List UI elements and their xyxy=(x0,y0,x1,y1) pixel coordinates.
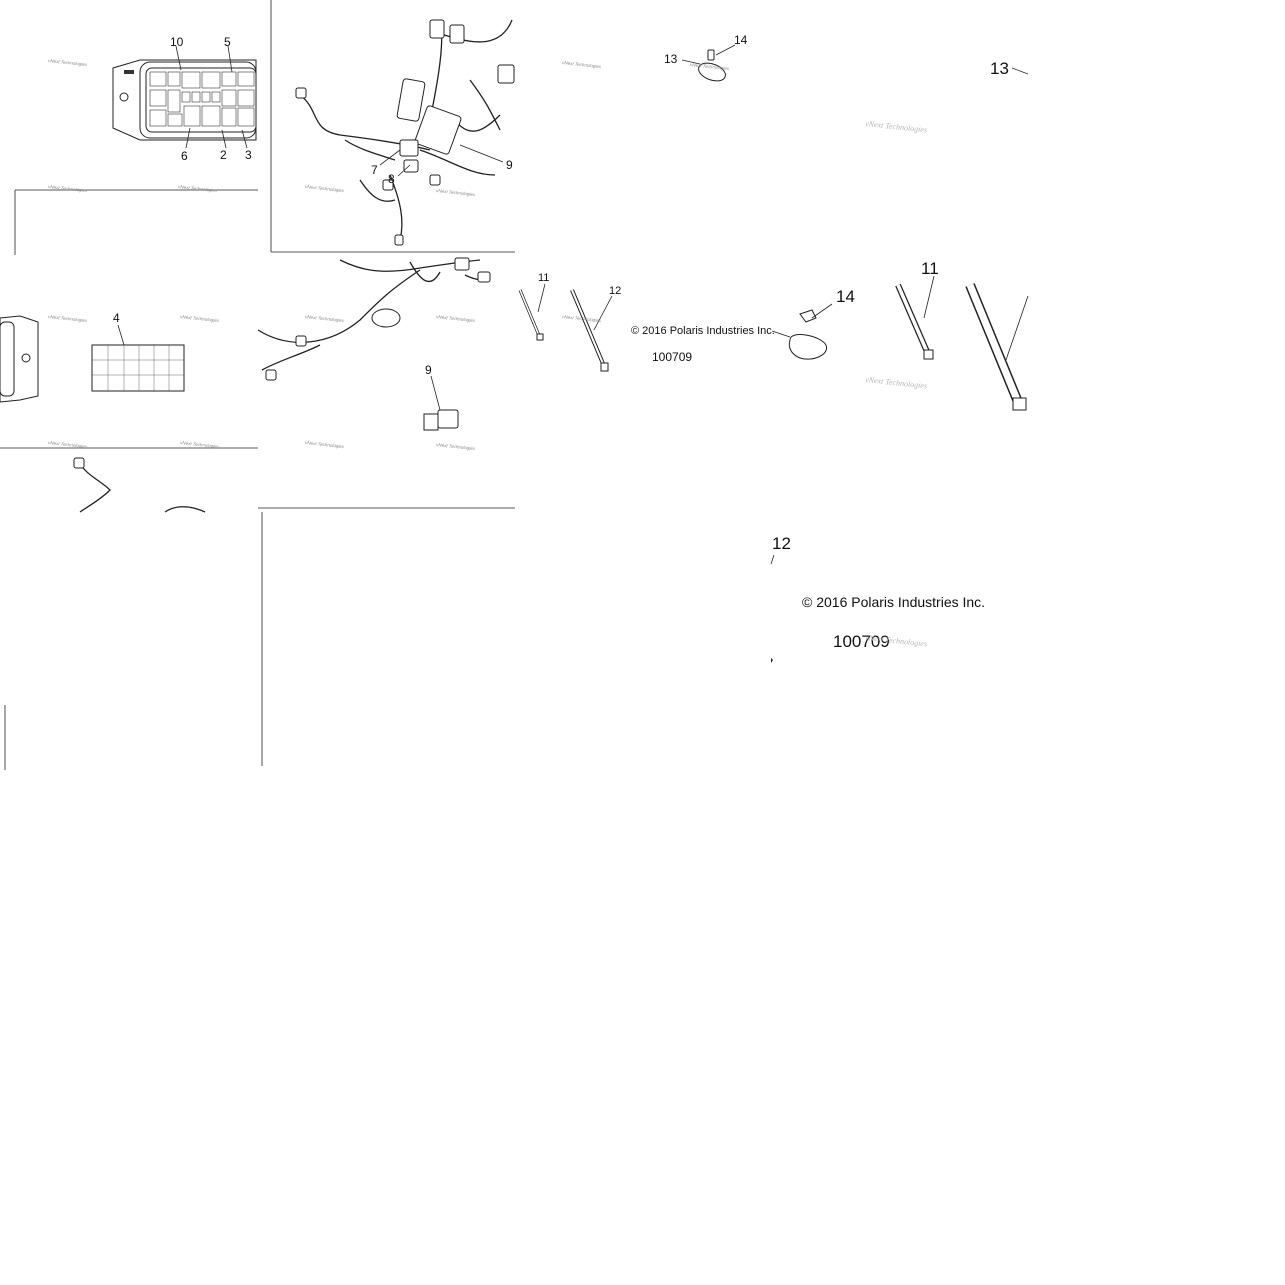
callout-9: 9 xyxy=(506,158,513,172)
fuse-part xyxy=(423,375,459,431)
callout-6: 6 xyxy=(181,149,188,163)
watermark: vNext Technologies xyxy=(178,184,218,193)
callout-10: 10 xyxy=(170,35,184,49)
callout-11-small: 11 xyxy=(538,272,549,284)
wiring-harness-middle xyxy=(257,257,491,381)
figure-number-large: 100709 xyxy=(833,632,890,651)
callout-12-small: 12 xyxy=(609,285,621,297)
watermark: vNext Technologies xyxy=(305,314,345,323)
callout-13-small: 13 xyxy=(664,52,678,66)
watermark: vNext Technologies xyxy=(180,440,220,449)
watermark: vNext Technologies xyxy=(48,184,88,193)
callout-14-large: 14 xyxy=(836,287,855,306)
callout-3: 3 xyxy=(245,148,252,162)
callout-7: 7 xyxy=(371,163,378,177)
cable-ties-large xyxy=(895,275,1029,411)
cable-ties-small xyxy=(518,283,613,372)
callout-14-small: 14 xyxy=(734,33,748,47)
watermark: vNext Technologies xyxy=(865,119,928,134)
watermark: vNext Technologies xyxy=(436,314,476,323)
watermark: vNext Technologies xyxy=(865,375,928,390)
watermark: vNext Technologies xyxy=(305,184,345,193)
clamp-bolt-small xyxy=(681,44,736,82)
watermark: vNext Technologies xyxy=(690,62,730,71)
clamp-bolt-large xyxy=(788,303,833,360)
watermark: vNext Technologies xyxy=(562,314,602,323)
callout-4: 4 xyxy=(113,311,120,325)
callout-8: 8 xyxy=(388,172,395,186)
callout-11-large: 11 xyxy=(921,259,939,278)
wiring-harness-bottom xyxy=(73,457,206,513)
callout-13-large: 13 xyxy=(990,59,1009,78)
watermark: vNext Technologies xyxy=(562,60,602,69)
copyright-large: © 2016 Polaris Industries Inc. xyxy=(802,594,985,610)
watermark: vNext Technologies xyxy=(48,58,88,67)
wiring-harness-top xyxy=(295,19,515,246)
watermark: vNext Technologies xyxy=(48,440,88,449)
watermark: vNext Technologies xyxy=(305,440,345,449)
watermarks: vNext Technologies vNext Technologies vN… xyxy=(48,58,928,648)
figure-number-small: 100709 xyxy=(652,350,692,364)
callout-5: 5 xyxy=(224,35,231,49)
callout-9-mid: 9 xyxy=(425,363,432,377)
callout-12-large: 12 xyxy=(772,534,791,553)
fuse-label-chart xyxy=(91,324,185,392)
panel-borders xyxy=(0,0,515,770)
fuse-box-side xyxy=(0,315,39,403)
fuse-box-top xyxy=(112,45,257,149)
watermark: vNext Technologies xyxy=(180,314,220,323)
copyright-small: © 2016 Polaris Industries Inc. xyxy=(631,325,775,337)
watermark: vNext Technologies xyxy=(48,314,88,323)
callout-2: 2 xyxy=(220,148,227,162)
watermark: vNext Technologies xyxy=(436,442,476,451)
watermark: vNext Technologies xyxy=(436,188,476,197)
